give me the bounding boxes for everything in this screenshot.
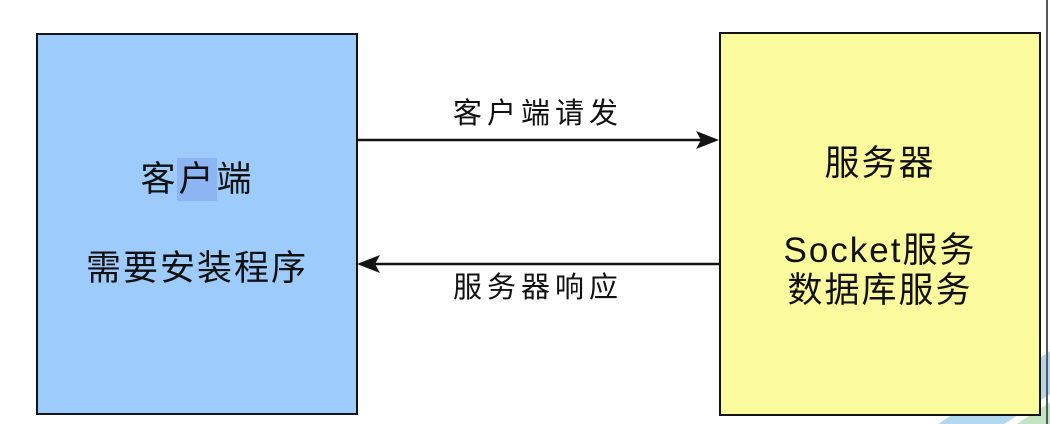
server-service-line-1: Socket服务: [783, 231, 977, 270]
client-title-suffix: 端: [216, 160, 254, 199]
client-box-title: 客户端: [38, 158, 356, 201]
server-box: 服务器 Socket服务 数据库服务: [719, 32, 1041, 416]
server-service-line-2: 数据库服务: [787, 271, 973, 310]
request-arrow-label: 客户端请发: [452, 98, 623, 130]
slide-edge-line: [1046, 0, 1048, 424]
highlighted-char: 户: [177, 158, 217, 201]
response-arrow: [357, 255, 719, 273]
request-arrow: [358, 131, 719, 149]
request-arrowhead-icon: [696, 131, 719, 149]
response-arrow-label: 服务器响应: [452, 272, 623, 304]
client-box-subtitle: 需要安装程序: [85, 249, 308, 288]
client-title-prefix: 客: [140, 160, 178, 199]
client-box: 客户端 需要安装程序: [36, 33, 358, 415]
server-box-title: 服务器: [824, 144, 936, 183]
response-arrowhead-icon: [357, 255, 380, 273]
